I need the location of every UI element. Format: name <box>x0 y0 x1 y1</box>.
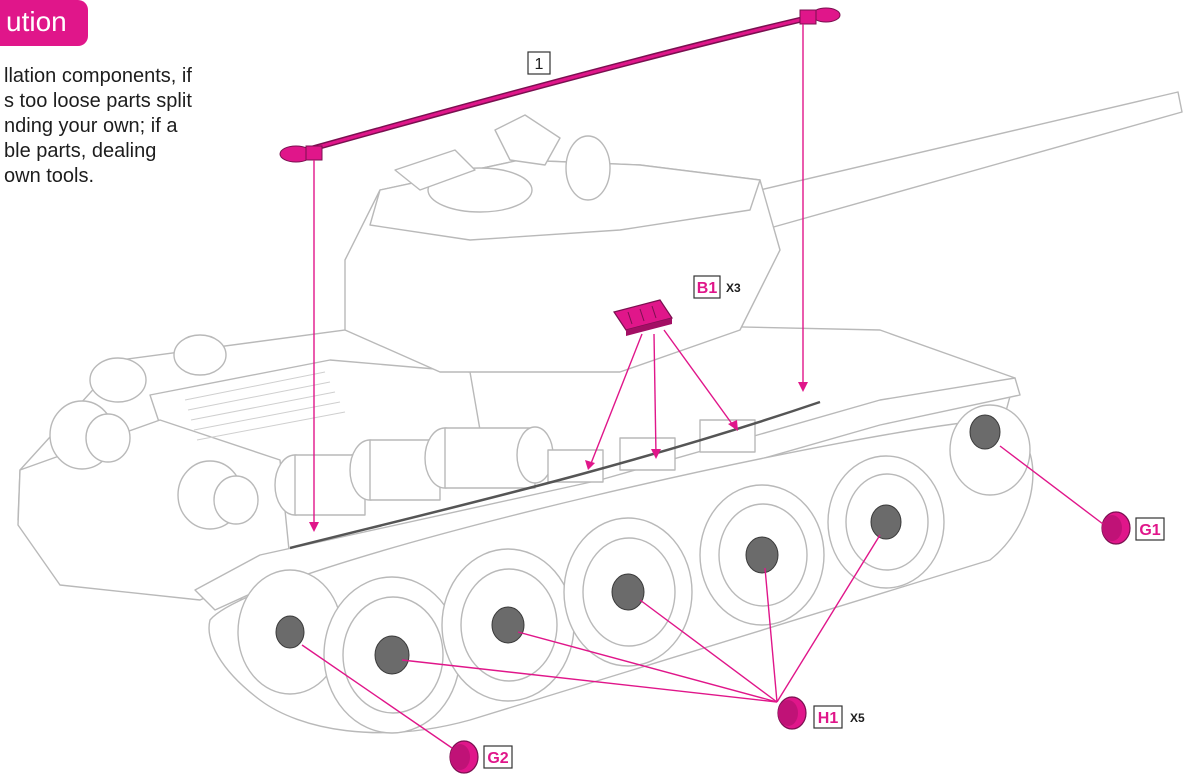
b1-qty: X3 <box>726 281 741 295</box>
g1-callout: G1 <box>1135 517 1165 541</box>
wheel-hubs <box>275 414 1001 675</box>
g1-code: G1 <box>1139 522 1160 539</box>
caution-line: ble parts, dealing <box>4 140 157 162</box>
arrow-heads <box>309 382 808 532</box>
caution-line: own tools. <box>4 165 95 187</box>
open-hatch <box>494 114 561 166</box>
b1-code: B1 <box>697 280 718 297</box>
caution-line: nding your own; if a <box>4 115 178 137</box>
rear-hatch <box>565 135 611 201</box>
leader-lines <box>301 24 1104 749</box>
tank-icon <box>17 91 1183 734</box>
caution-line: s too loose parts split <box>4 90 192 112</box>
fuel-tanks <box>274 426 554 516</box>
front-hatch <box>394 149 476 191</box>
side-bracket <box>619 437 676 471</box>
rear-drums <box>49 334 259 530</box>
bracket-icon <box>613 299 673 336</box>
tow-cable-icon <box>279 7 841 163</box>
h1-code: H1 <box>818 710 839 727</box>
caution-line: llation components, if <box>4 65 192 87</box>
hub-cap-icon <box>1101 511 1131 545</box>
caution-title: ution <box>6 6 67 37</box>
g2-callout: G2 <box>483 745 513 769</box>
step-label: 1 <box>535 56 544 73</box>
h1-qty: X5 <box>850 711 865 725</box>
caution-badge: ution <box>0 0 88 46</box>
g2-code: G2 <box>487 750 508 767</box>
h1-callout: H1 X5 <box>813 705 865 729</box>
caution-text: llation components, if s too loose parts… <box>4 64 254 189</box>
step-label-box: 1 <box>527 51 551 75</box>
engine-grille <box>184 371 346 441</box>
gun-barrel <box>759 91 1183 229</box>
b1-callout: B1 X3 <box>693 275 741 299</box>
hub-cap-icon <box>777 696 807 730</box>
commander-cupola <box>427 167 533 213</box>
hub-cap-icon <box>449 740 479 774</box>
